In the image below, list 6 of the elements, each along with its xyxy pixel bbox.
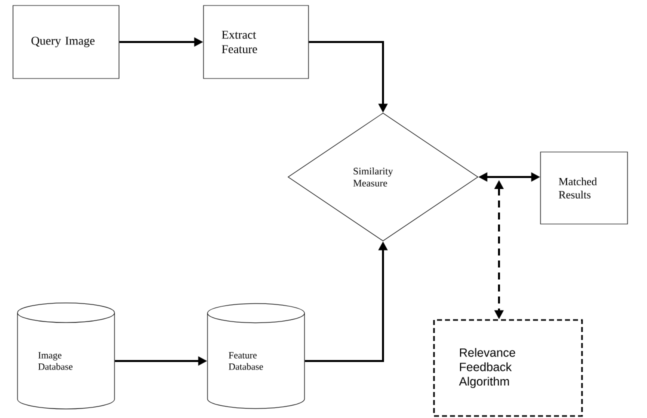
process-box: Query Image — [12, 5, 120, 79]
database-cylinder: Feature Database — [207, 303, 305, 409]
process-box: Extract Feature — [203, 5, 309, 79]
process-box: Matched Results — [540, 152, 628, 224]
process-box: Relevance Feedback Algorithm — [433, 319, 583, 417]
database-cylinder: Image Database — [17, 302, 115, 410]
